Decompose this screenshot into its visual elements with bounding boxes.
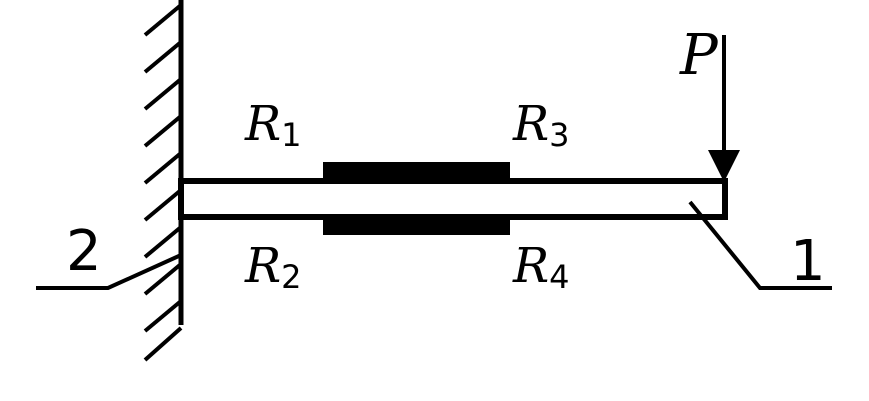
strain-gauge-bottom xyxy=(323,215,510,235)
beam-callout-leader xyxy=(688,200,832,290)
strain-gauge-top xyxy=(323,162,510,182)
beam-body xyxy=(178,178,728,220)
wall-callout-label: 2 xyxy=(66,219,102,284)
fixed-wall-support xyxy=(143,0,184,362)
gauge-label-r4: R4 xyxy=(512,238,570,296)
beam-callout-label: 1 xyxy=(790,229,826,294)
cantilever-beam xyxy=(178,178,728,220)
gauge-label-r1: R1 xyxy=(244,96,302,154)
force-arrow xyxy=(708,35,740,182)
wall-hatching xyxy=(143,3,183,362)
gauge-label-r2: R2 xyxy=(244,238,302,296)
gauge-label-r3: R3 xyxy=(512,96,570,154)
wall-callout-leader xyxy=(36,253,182,290)
force-label: P xyxy=(679,23,719,88)
